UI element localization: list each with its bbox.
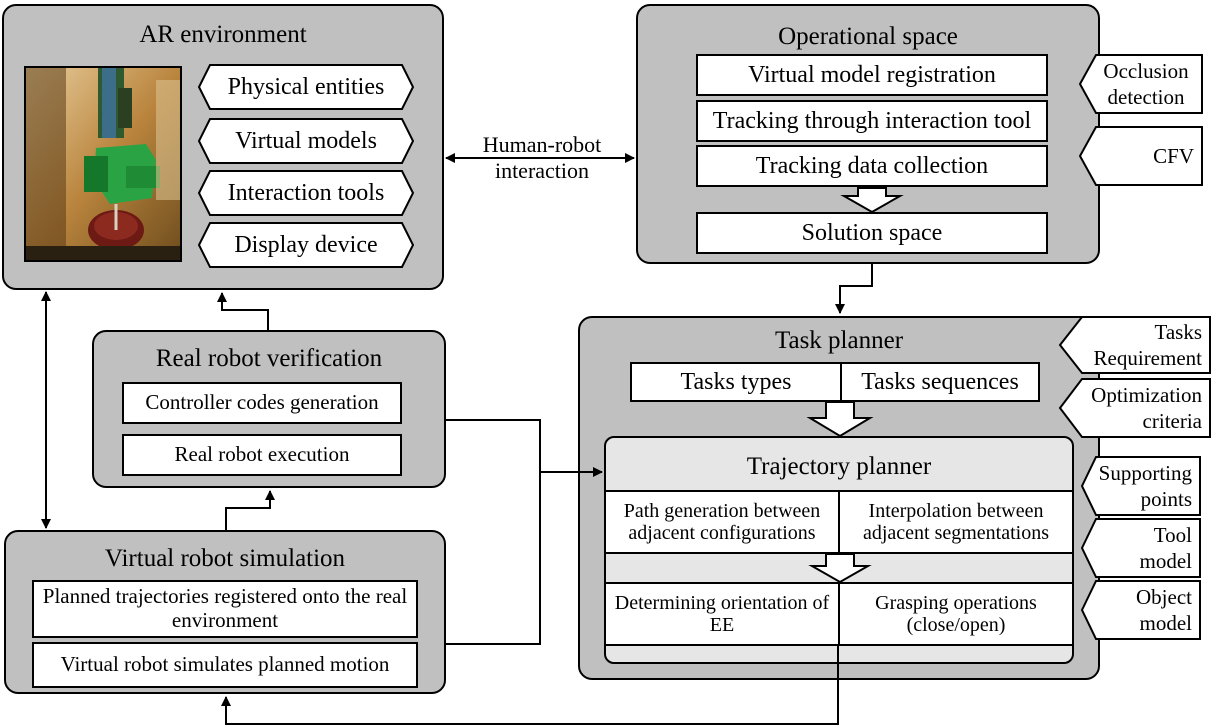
supporting-points-line1: Supporting (1098, 461, 1192, 485)
cfv-line1: CFV (1153, 144, 1194, 168)
cfv-tag: CFV (1078, 126, 1203, 186)
controller-codes-generation-box: Controller codes generation (122, 382, 402, 424)
real-robot-verification-title: Real robot verification (155, 345, 383, 372)
operational-space-title: Operational space (778, 23, 958, 50)
planned-trajectories-box: Planned trajectories registered onto the… (32, 580, 418, 638)
occlusion-detection-line2: detection (1107, 85, 1185, 109)
display-device-label: Display device (234, 231, 378, 258)
tracking-interaction-tool-box: Tracking through interaction tool (696, 100, 1048, 142)
human-robot-interaction-line2: interaction (494, 158, 590, 183)
tasks-sequences-box: Tasks sequences (840, 362, 1040, 402)
object-model-line2: model (1139, 611, 1193, 635)
virtual-models-box: Virtual models (197, 118, 415, 164)
virtual-models-label: Virtual models (235, 127, 377, 154)
ar-environment-title: AR environment (139, 21, 307, 48)
trajectory-planner-title: Trajectory planner (746, 453, 932, 480)
grasping-operations-box: Grasping operations (close/open) (838, 582, 1074, 646)
optimization-criteria-line1: Optimization (1091, 383, 1202, 407)
physical-entities-box: Physical entities (197, 64, 415, 110)
human-robot-interaction-line1: Human-robot (482, 132, 602, 157)
tasks-types-box: Tasks types (630, 362, 842, 402)
virtual-model-registration-box: Virtual model registration (696, 54, 1048, 96)
physical-entities-label: Physical entities (227, 73, 385, 100)
human-robot-interaction-label: Human-robot interaction (458, 132, 626, 184)
path-generation-box: Path generation between adjacent configu… (604, 490, 840, 554)
vrs-to-trajectory-line (446, 472, 541, 645)
interpolation-box: Interpolation between adjacent segmentat… (838, 490, 1074, 554)
optimization-criteria-line2: criteria (1142, 409, 1202, 433)
rrv-to-ar-arrow (217, 292, 269, 330)
virtual-robot-simulates-box: Virtual robot simulates planned motion (32, 642, 418, 688)
robot-photo (24, 66, 182, 262)
solution-to-task-arrow (835, 264, 873, 314)
solution-space-box: Solution space (696, 212, 1048, 254)
determining-orientation-box: Determining orientation of EE (604, 582, 840, 646)
object-model-line1: Object (1136, 585, 1192, 609)
tool-model-line2: model (1139, 549, 1193, 573)
rrv-to-trajectory-line (446, 419, 541, 472)
supporting-points-line2: points (1140, 487, 1192, 511)
tasks-requirement-line2: Requirement (1093, 346, 1202, 370)
tool-model-line1: Tool (1153, 523, 1192, 547)
virtual-robot-simulation-title: Virtual robot simulation (104, 545, 346, 572)
real-robot-execution-box: Real robot execution (122, 434, 402, 476)
tracking-data-collection-box: Tracking data collection (696, 145, 1048, 187)
tasks-requirement-line1: Tasks (1154, 320, 1202, 344)
occlusion-detection-line1: Occlusion (1103, 59, 1189, 83)
task-planner-title: Task planner (774, 327, 904, 354)
vrs-to-rrv-arrow (225, 490, 275, 530)
interaction-tools-box: Interaction tools (197, 170, 415, 216)
display-device-box: Display device (197, 222, 415, 268)
interaction-tools-label: Interaction tools (227, 179, 385, 206)
